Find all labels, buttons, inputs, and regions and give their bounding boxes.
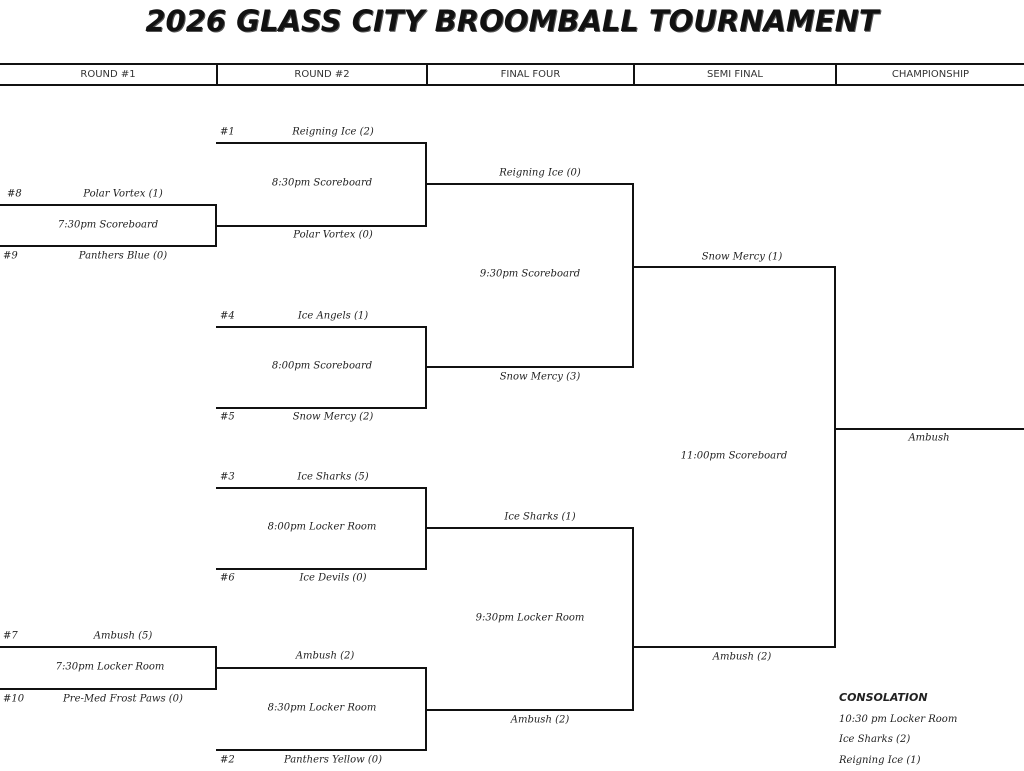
- team-label: Reigning Ice (2): [292, 126, 374, 138]
- game-info: 8:00pm Scoreboard: [271, 360, 373, 372]
- game-info: 8:30pm Locker Room: [267, 702, 377, 714]
- team-label: Polar Vortex (1): [83, 188, 163, 200]
- seed: #4: [220, 310, 235, 322]
- bracket-line: [216, 667, 427, 669]
- champion-label: Ambush: [908, 432, 950, 444]
- tournament-title: 2026 GLASS CITY BROOMBALL TOURNAMENT: [145, 4, 879, 38]
- team-label: Ice Angels (1): [297, 310, 369, 322]
- consolation-team: Ice Sharks (2): [839, 734, 911, 745]
- game-info: 9:30pm Locker Room: [475, 612, 585, 624]
- team-label: Pre-Med Frost Paws (0): [63, 693, 183, 705]
- seed: #10: [3, 693, 25, 705]
- team-label: Ambush (2): [295, 650, 355, 662]
- team-label: Ice Devils (0): [299, 572, 367, 584]
- bracket-line: [216, 142, 427, 144]
- seed: #8: [7, 188, 22, 200]
- header-championship: CHAMPIONSHIP: [835, 65, 1024, 84]
- round-headers: ROUND #1 ROUND #2 FINAL FOUR SEMI FINAL …: [0, 63, 1024, 86]
- seed: #6: [220, 572, 235, 584]
- team-label: Panthers Yellow (0): [283, 754, 383, 766]
- team-label: Panthers Blue (0): [78, 250, 168, 262]
- team-label: Ambush (2): [712, 651, 772, 663]
- bracket-line: [0, 204, 217, 206]
- bracket-line: [216, 326, 427, 328]
- header-semi-final: SEMI FINAL: [633, 65, 835, 84]
- game-info: 7:30pm Locker Room: [55, 661, 165, 673]
- bracket-line: [216, 568, 427, 570]
- bracket-line: [216, 487, 427, 489]
- seed: #7: [3, 630, 18, 642]
- team-label: Ambush (2): [510, 714, 570, 726]
- bracket-line: [216, 749, 427, 751]
- game-info: 7:30pm Scoreboard: [57, 219, 159, 231]
- bracket-line: [0, 688, 217, 690]
- bracket-line: [835, 428, 1024, 430]
- seed: #3: [220, 471, 235, 483]
- bracket-line: [633, 646, 836, 648]
- bracket-line: [426, 709, 634, 711]
- header-final-four: FINAL FOUR: [426, 65, 633, 84]
- header-round-2: ROUND #2: [216, 65, 426, 84]
- team-label: Ice Sharks (5): [297, 471, 369, 483]
- team-label: Polar Vortex (0): [293, 229, 373, 241]
- team-label: Ambush (5): [93, 630, 153, 642]
- seed: #9: [3, 250, 18, 262]
- seed: #1: [220, 126, 235, 138]
- consolation-team: Reigning Ice (1): [839, 755, 921, 766]
- bracket-line: [426, 183, 634, 185]
- seed: #2: [220, 754, 235, 766]
- team-label: Reigning Ice (0): [499, 167, 581, 179]
- bracket-line: [632, 183, 634, 368]
- consolation-title: CONSOLATION: [839, 691, 928, 704]
- team-label: Ice Sharks (1): [504, 511, 576, 523]
- bracket-line: [834, 266, 836, 648]
- bracket-line: [426, 366, 634, 368]
- team-label: Snow Mercy (1): [701, 251, 783, 263]
- team-label: Snow Mercy (3): [499, 371, 581, 383]
- bracket-line: [0, 646, 217, 648]
- bracket-line: [216, 225, 427, 227]
- bracket-line: [426, 527, 634, 529]
- game-info: 8:30pm Scoreboard: [271, 177, 373, 189]
- seed: #5: [220, 411, 235, 423]
- bracket-line: [0, 245, 217, 247]
- bracket-line: [632, 527, 634, 711]
- game-info: 9:30pm Scoreboard: [479, 268, 581, 280]
- bracket-line: [633, 266, 836, 268]
- team-label: Snow Mercy (2): [292, 411, 374, 423]
- consolation-info: 10:30 pm Locker Room: [839, 714, 958, 725]
- game-info: 11:00pm Scoreboard: [680, 450, 788, 462]
- header-round-1: ROUND #1: [80, 69, 136, 80]
- bracket-line: [216, 407, 427, 409]
- game-info: 8:00pm Locker Room: [267, 521, 377, 533]
